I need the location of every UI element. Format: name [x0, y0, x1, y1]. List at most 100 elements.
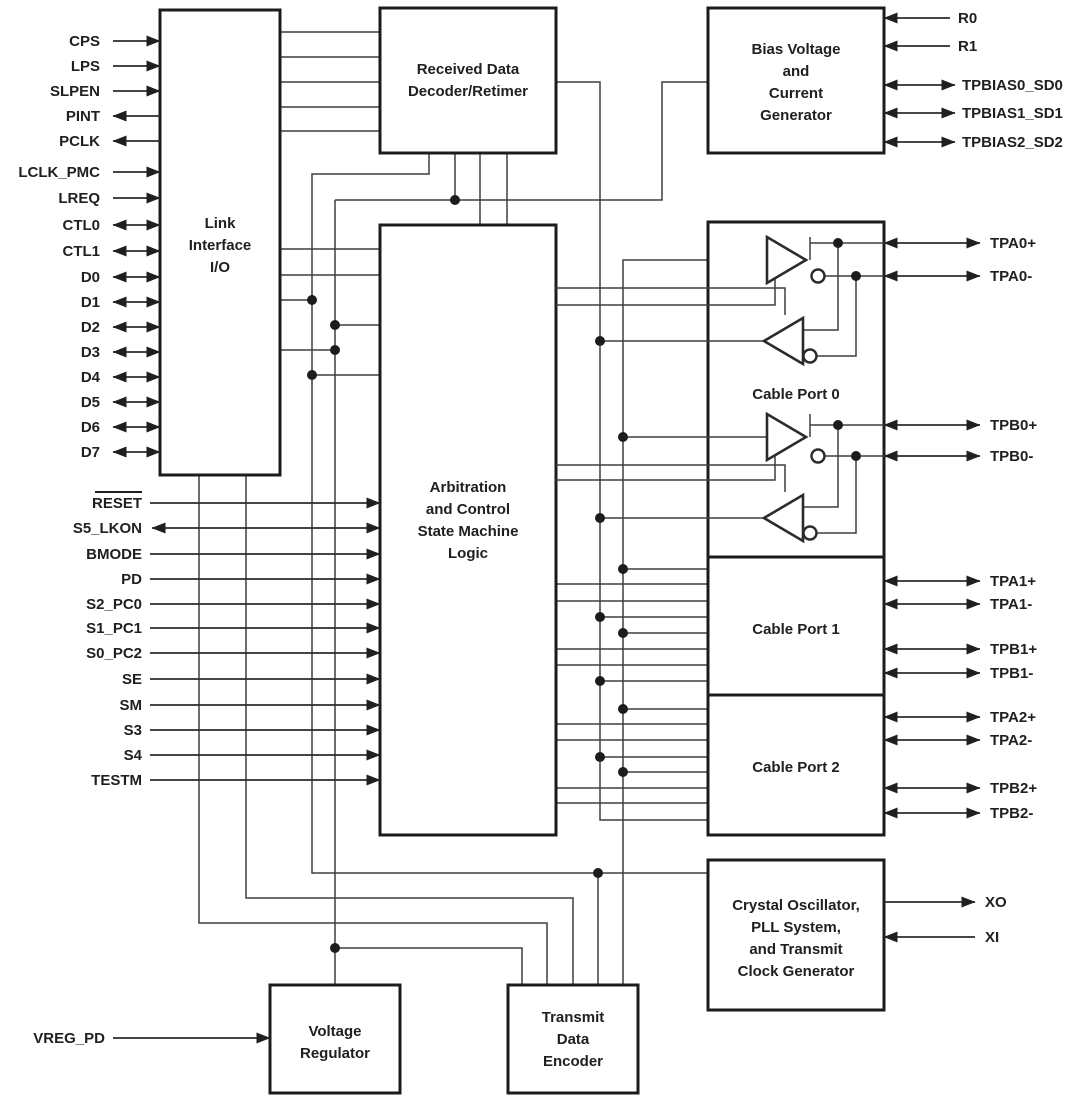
svg-text:I/O: I/O	[210, 259, 230, 276]
junction-dot	[307, 295, 317, 305]
pin-lines	[112, 12, 981, 1044]
pin-label-tpa2-plus: TPA2+	[990, 709, 1036, 726]
cable-port-2-block	[706, 693, 886, 837]
junction-dot	[833, 238, 843, 248]
driver0b-buffer-triangle	[765, 411, 809, 463]
pin-label-d3: D3	[81, 344, 100, 361]
svg-text:Generator: Generator	[760, 107, 832, 124]
driver0b-inverter-bubble	[810, 448, 826, 464]
junction-dot	[595, 612, 605, 622]
pin-label-tpbias2-sd2: TPBIAS2_SD2	[962, 134, 1063, 151]
bias-title: Bias Voltage	[752, 41, 841, 58]
pin-label-xi: XI	[985, 929, 999, 946]
wire-port0-ctrl-3	[556, 464, 786, 492]
pin-label-d2: D2	[81, 319, 100, 336]
wire-bias-feed	[335, 81, 708, 201]
svg-text:State Machine: State Machine	[418, 523, 519, 540]
pin-label-tpb0-plus: TPB0+	[990, 417, 1037, 434]
pin-label-tpb2-minus: TPB2-	[990, 805, 1033, 822]
junction-dot	[618, 564, 628, 574]
svg-text:Clock Generator: Clock Generator	[738, 963, 855, 980]
pin-label-s1-pc1: S1_PC1	[86, 620, 142, 637]
junction-dot	[307, 370, 317, 380]
pin-label-d1: D1	[81, 294, 100, 311]
wire-port0-ctrl-2	[556, 279, 776, 306]
crystal-oscillator-pll-block	[706, 858, 886, 1012]
tde-title: Transmit	[542, 1009, 605, 1026]
junction-dot	[595, 676, 605, 686]
pin-label-testm: TESTM	[91, 772, 142, 789]
junction-dot	[595, 336, 605, 346]
svg-text:Decoder/Retimer: Decoder/Retimer	[408, 83, 528, 100]
pin-label-lreq: LREQ	[58, 190, 100, 207]
pin-label-tpb1-minus: TPB1-	[990, 665, 1033, 682]
wire-receiver0a-in-2	[816, 276, 857, 357]
svg-text:Current: Current	[769, 85, 823, 102]
pin-label-pclk: PCLK	[59, 133, 100, 150]
pin-labels: CPS LPS SLPEN PINT PCLK LCLK_PMC LREQ CT…	[18, 10, 1063, 1047]
pin-label-tpbias1-sd1: TPBIAS1_SD1	[962, 105, 1063, 122]
svg-text:Interface: Interface	[189, 237, 252, 254]
junction-dot	[595, 752, 605, 762]
receiver0a-inverter-bubble	[802, 348, 818, 364]
svg-text:Encoder: Encoder	[543, 1053, 603, 1070]
pin-label-d7: D7	[81, 444, 100, 461]
cable-port-1-title: Cable Port 1	[752, 621, 840, 638]
junction-dot	[618, 432, 628, 442]
pin-label-slpen: SLPEN	[50, 83, 100, 100]
receiver0b-buffer-triangle	[761, 492, 805, 544]
block-titles: Link Interface I/O Received Data Decoder…	[189, 41, 860, 1070]
pin-label-d6: D6	[81, 419, 100, 436]
junction-dot	[595, 513, 605, 523]
pin-label-r1: R1	[958, 38, 977, 55]
svg-text:and Transmit: and Transmit	[749, 941, 842, 958]
pin-label-s3: S3	[124, 722, 142, 739]
svg-text:Logic: Logic	[448, 545, 488, 562]
pin-label-reset: RESET	[92, 495, 142, 512]
wire-port0-ctrl-1	[556, 287, 786, 315]
link-interface-io-block	[158, 8, 282, 477]
receiver0a-buffer-triangle	[761, 315, 805, 367]
pin-label-d0: D0	[81, 269, 100, 286]
pin-label-cps: CPS	[69, 33, 100, 50]
junction-dot	[330, 320, 340, 330]
junction-dot	[593, 868, 603, 878]
pin-label-ctl0: CTL0	[63, 217, 101, 234]
transmit-data-encoder-block	[506, 983, 640, 1095]
cable-port-1-block	[706, 555, 886, 697]
wire-receiver0b-in-1	[803, 425, 839, 508]
pin-label-xo: XO	[985, 894, 1007, 911]
wire-receiver0b-in-2	[816, 456, 857, 534]
svg-text:Data: Data	[557, 1031, 590, 1048]
pin-label-s0-pc2: S0_PC2	[86, 645, 142, 662]
wire-tde-feed-1	[335, 947, 523, 985]
pin-label-lclk-pmc: LCLK_PMC	[18, 164, 100, 181]
cable-port-2-title: Cable Port 2	[752, 759, 840, 776]
pin-label-tpa1-plus: TPA1+	[990, 573, 1036, 590]
pin-label-tpa0-plus: TPA0+	[990, 235, 1036, 252]
xtal-title: Crystal Oscillator,	[732, 897, 860, 914]
wire-rx-bus	[556, 81, 708, 821]
junction-dot	[618, 704, 628, 714]
wire-link-tde-2	[245, 475, 574, 985]
pin-label-tpa2-minus: TPA2-	[990, 732, 1032, 749]
arbitration-title: Arbitration	[430, 479, 507, 496]
pin-label-s4: S4	[124, 747, 143, 764]
pin-label-ctl1: CTL1	[63, 243, 101, 260]
junction-dot	[330, 943, 340, 953]
svg-text:Regulator: Regulator	[300, 1045, 370, 1062]
svg-text:and: and	[783, 63, 810, 80]
pin-label-tpb2-plus: TPB2+	[990, 780, 1037, 797]
pin-label-r0: R0	[958, 10, 977, 27]
pin-label-bmode: BMODE	[86, 546, 142, 563]
pin-label-s2-pc0: S2_PC0	[86, 596, 142, 613]
pin-label-tpb1-plus: TPB1+	[990, 641, 1037, 658]
wire-receiver0a-in-1	[803, 243, 839, 331]
arbitration-state-machine-block	[378, 223, 558, 837]
driver0a-inverter-bubble	[810, 268, 826, 284]
pin-label-d5: D5	[81, 394, 100, 411]
junction-dot	[618, 767, 628, 777]
voltage-regulator-block	[268, 983, 402, 1095]
